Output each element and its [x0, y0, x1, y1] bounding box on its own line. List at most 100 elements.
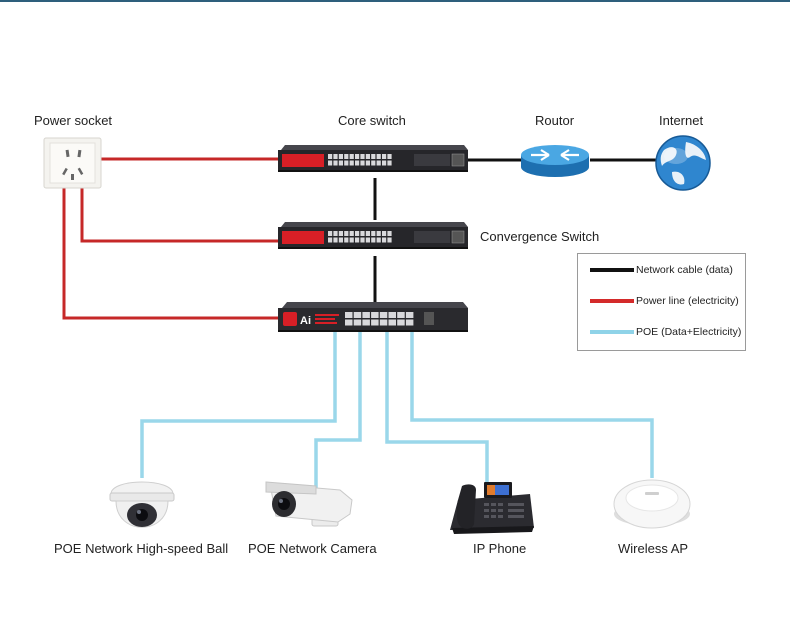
power-socket-label: Power socket [34, 113, 113, 128]
switch-port [365, 160, 370, 166]
switch-port [388, 312, 396, 318]
switch-port [338, 160, 343, 166]
switch-port [371, 319, 379, 326]
power-line-convergence [80, 188, 278, 243]
switch-port [371, 312, 379, 318]
switch-port [333, 160, 338, 166]
switch-port [382, 231, 387, 236]
switch-port [344, 237, 349, 243]
switch-port [355, 160, 360, 166]
switch-port [397, 312, 405, 318]
switch-port [405, 312, 414, 318]
internet-label: Internet [659, 113, 704, 128]
switch-port [371, 237, 376, 243]
dome-camera-label: POE Network High-speed Ball [54, 541, 229, 556]
legend-label-network-cable: Network cable (data) [636, 264, 733, 276]
switch-port [349, 160, 354, 166]
switch-port [349, 237, 354, 243]
switch-port [328, 231, 333, 236]
switch-port [344, 154, 349, 159]
switch-port [405, 319, 414, 326]
switch-port [382, 237, 387, 243]
switch-port [379, 312, 388, 318]
switch-port [355, 231, 360, 236]
legend-swatch-network-cable [590, 268, 634, 272]
legend-label-poe: POE (Data+Electricity) [636, 326, 742, 338]
switch-port [349, 231, 354, 236]
switch-port [360, 231, 365, 236]
switch-port [328, 237, 333, 243]
switch-port [387, 160, 392, 166]
ip-phone-label: IP Phone [473, 541, 527, 556]
header-rule [0, 0, 790, 2]
switch-port [382, 160, 387, 166]
poe-line-ap [410, 332, 654, 478]
switch-port [333, 154, 338, 159]
power-socket-icon [43, 137, 102, 189]
poe-switch-badge: Ai [300, 315, 311, 327]
wireless-ap-label: Wireless AP [618, 541, 689, 556]
internet-globe-icon [655, 135, 711, 191]
poe-line-bullet [314, 332, 362, 488]
switch-port [345, 312, 353, 318]
switch-port [328, 154, 333, 159]
poe-lines [140, 332, 654, 488]
bullet-camera-icon [265, 481, 353, 527]
network-cables [373, 158, 660, 302]
switch-port [387, 231, 392, 236]
switch-port [338, 154, 343, 159]
switch-port [376, 154, 381, 159]
switch-port [355, 154, 360, 159]
wireless-ap-icon [613, 479, 691, 529]
switch-port [397, 319, 405, 326]
switch-port [353, 319, 362, 326]
legend-item-power-line: Power line (electricity) [590, 294, 739, 308]
bullet-camera-label: POE Network Camera [248, 541, 377, 556]
switch-port [387, 237, 392, 243]
switch-port [344, 160, 349, 166]
switch-port [328, 160, 333, 166]
switch-port [338, 237, 343, 243]
switch-port [365, 231, 370, 236]
switch-port [349, 154, 354, 159]
switch-port [338, 231, 343, 236]
switch-port [371, 231, 376, 236]
switch-port [333, 237, 338, 243]
switch-port [365, 237, 370, 243]
switch-port [360, 160, 365, 166]
switch-port [333, 231, 338, 236]
switch-port [387, 154, 392, 159]
switch-port [379, 319, 388, 326]
switch-port [365, 154, 370, 159]
router-label: Routor [535, 113, 575, 128]
switch-port [371, 154, 376, 159]
core-switch-icon [278, 145, 468, 172]
poe-line-phone [385, 332, 489, 486]
power-lines [62, 157, 278, 320]
legend: Network cable (data) Power line (electri… [577, 253, 746, 351]
switch-port [382, 154, 387, 159]
convergence-switch-icon [278, 222, 468, 249]
switch-port [360, 154, 365, 159]
legend-label-power-line: Power line (electricity) [636, 295, 739, 307]
switch-port [362, 319, 370, 326]
core-switch-label: Core switch [338, 113, 406, 128]
dome-camera-icon [109, 481, 175, 528]
poe-line-dome [140, 332, 337, 478]
legend-item-network-cable: Network cable (data) [590, 263, 733, 277]
power-line-poe [62, 188, 278, 320]
legend-swatch-poe [590, 330, 634, 334]
convergence-switch-label: Convergence Switch [480, 229, 600, 244]
switch-port [345, 319, 353, 326]
switch-port [360, 237, 365, 243]
switch-port [344, 231, 349, 236]
legend-item-poe: POE (Data+Electricity) [590, 325, 741, 339]
switch-port [371, 160, 376, 166]
legend-swatch-power-line [590, 299, 634, 303]
poe-switch-icon: Ai [278, 302, 468, 332]
switch-port [376, 237, 381, 243]
switch-port [355, 237, 360, 243]
switch-port [353, 312, 362, 318]
switch-port [362, 312, 370, 318]
